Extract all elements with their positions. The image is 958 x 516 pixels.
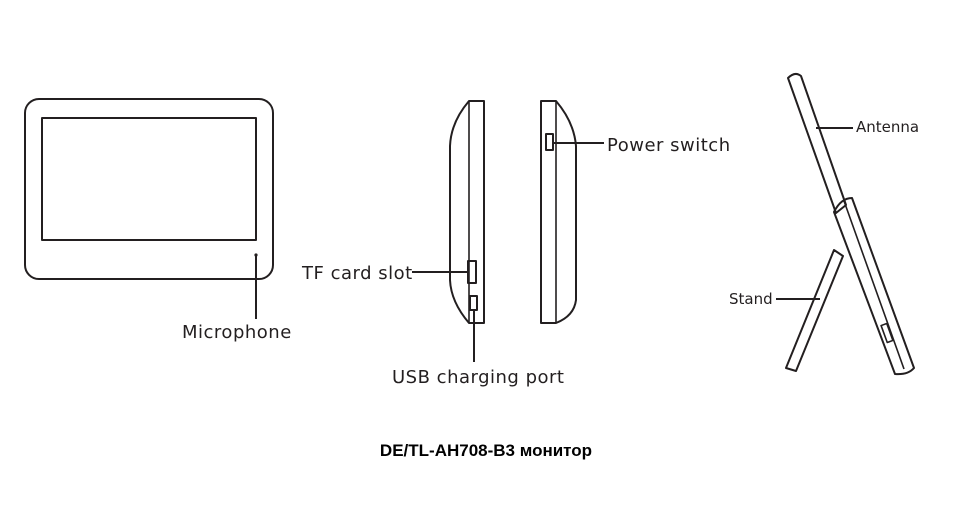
- profile-monitor-body: [833, 197, 915, 376]
- front-view: Microphone: [24, 98, 292, 343]
- side-view-right-body: [540, 100, 577, 324]
- label-microphone: Microphone: [182, 322, 292, 343]
- profile-port-detail: [880, 322, 894, 344]
- label-stand: Stand: [729, 290, 773, 308]
- label-power-switch: Power switch: [607, 135, 731, 156]
- front-view-housing: [24, 98, 274, 280]
- power-switch-shape: [545, 133, 554, 151]
- side-view-left-body: [449, 100, 485, 324]
- side-view-right: Power switch: [540, 100, 731, 324]
- stand-shape: [785, 249, 844, 372]
- caption: DE/TL-AH708-B3 монитор: [380, 441, 592, 460]
- usb-port-shape: [469, 295, 478, 311]
- label-usb-charging-port: USB charging port: [392, 367, 564, 388]
- label-antenna: Antenna: [856, 118, 919, 136]
- profile-view: Antenna Stand: [729, 72, 919, 376]
- profile-monitor-inner-edge: [843, 200, 905, 370]
- side-view-left: TF card slot USB charging port: [301, 100, 564, 388]
- label-tf-card-slot: TF card slot: [301, 263, 413, 284]
- front-view-screen: [41, 117, 257, 241]
- microphone-hole: [254, 253, 258, 257]
- antenna-shape: [787, 72, 847, 214]
